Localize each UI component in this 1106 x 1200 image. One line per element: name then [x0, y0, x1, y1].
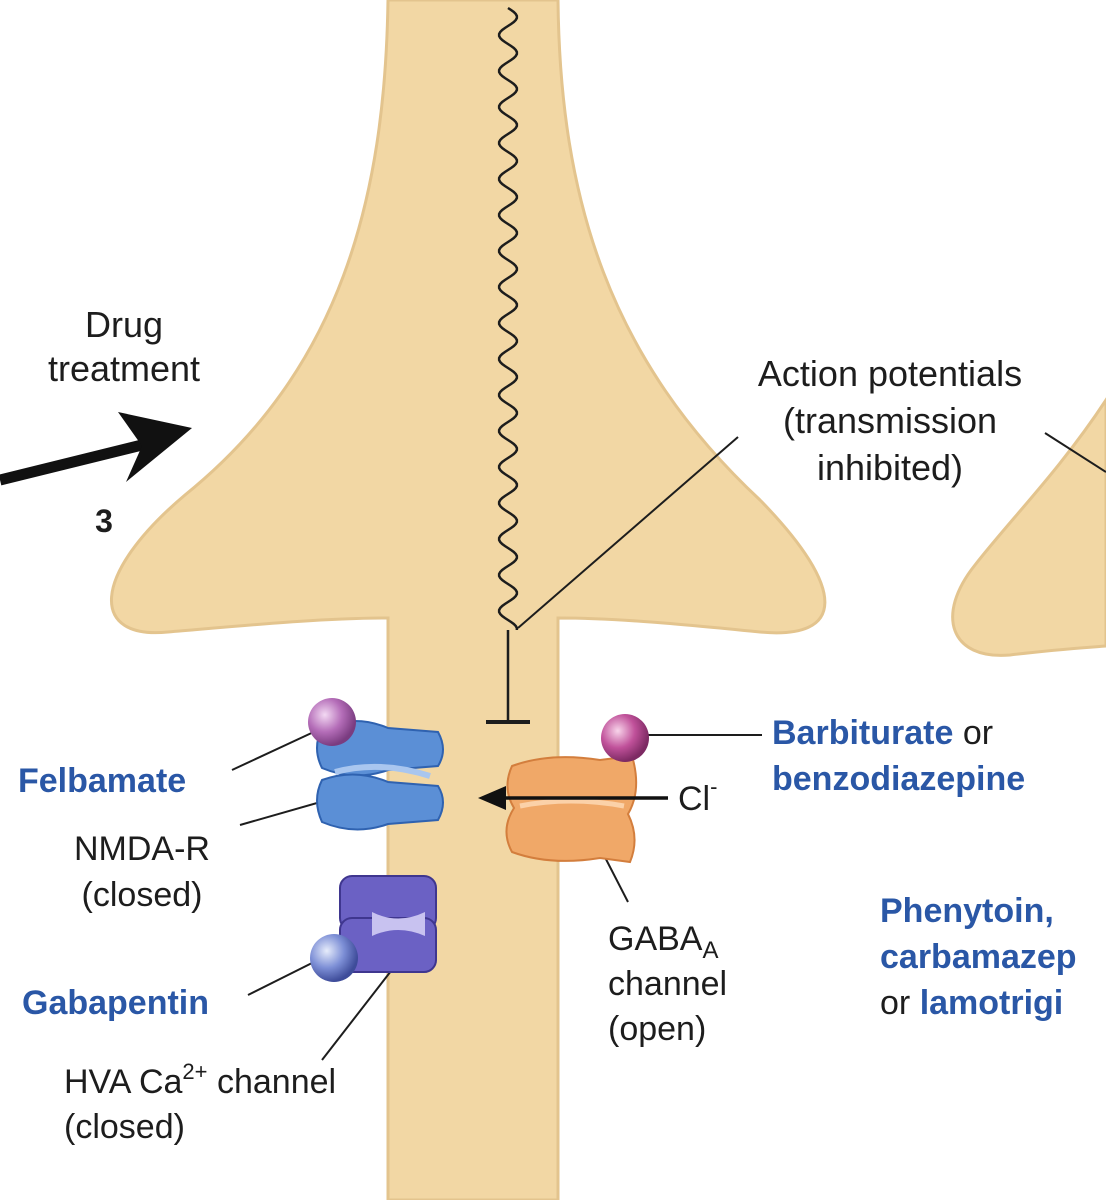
- phenytoin-label: Phenytoin,: [880, 892, 1054, 930]
- gaba-label-line3: (open): [608, 1010, 706, 1048]
- ap-label-line3: inhibited): [817, 447, 963, 488]
- nmda-label-line1: NMDA-R: [74, 830, 210, 868]
- hva-label-line1: HVA Ca2+ channel: [64, 1059, 336, 1101]
- gabapentin-label: Gabapentin: [22, 984, 209, 1022]
- lamotrigine-label: or lamotrigi: [880, 984, 1063, 1022]
- hva-leader: [321, 961, 399, 1061]
- hva-prefix: HVA Ca: [64, 1063, 183, 1101]
- drug-label-line1: Drug: [85, 304, 163, 345]
- benzodiazepine-label: benzodiazepine: [772, 760, 1025, 798]
- gaba-subscript: A: [702, 937, 718, 964]
- ap-label-line1: Action potentials: [758, 353, 1022, 394]
- felbamate-ball-icon: [308, 698, 356, 746]
- drug-label-line2: treatment: [48, 348, 200, 389]
- hva-calcium-channel: [339, 875, 437, 973]
- gabapentin-ball-icon: [310, 934, 358, 982]
- chloride-arrowhead-icon: [478, 786, 506, 810]
- barbiturate-ball-icon: [601, 714, 649, 762]
- felbamate-leader: [231, 729, 319, 771]
- action-potential-wave: [497, 6, 519, 630]
- gaba-prefix: GABA: [608, 920, 703, 958]
- chloride-symbol: Cl: [678, 780, 710, 818]
- neighbor-neuron: [951, 397, 1106, 657]
- carbamazepine-label: carbamazep: [880, 938, 1077, 976]
- neuron-terminal: [109, 0, 827, 1200]
- chloride-label: Cl-: [678, 774, 717, 818]
- gabapentin-leader: [247, 959, 319, 996]
- barbiturate-label: Barbiturate or: [772, 714, 993, 752]
- ap-leader-line-right: [1044, 432, 1106, 473]
- lamotrigine-or: or: [880, 984, 920, 1022]
- gaba-label-line2: channel: [608, 965, 727, 1003]
- arrowhead-icon: [118, 412, 192, 482]
- step-number: 3: [95, 503, 113, 539]
- gaba-label-line1: GABAA: [608, 920, 719, 964]
- barbiturate-name: Barbiturate: [772, 714, 953, 752]
- barbiturate-or: or: [953, 714, 993, 752]
- hva-label-line2: (closed): [64, 1108, 185, 1146]
- hva-superscript: 2+: [182, 1059, 207, 1084]
- chloride-superscript: -: [710, 774, 717, 799]
- felbamate-label: Felbamate: [18, 762, 186, 800]
- ap-label-line2: (transmission: [783, 400, 997, 441]
- lamotrigine-name: lamotrigi: [920, 984, 1064, 1022]
- nmda-label-line2: (closed): [82, 876, 203, 914]
- gaba-a-channel: [505, 754, 638, 864]
- ap-leader-line: [517, 436, 739, 629]
- hva-suffix: channel: [208, 1063, 337, 1101]
- drug-treatment-arrow: [0, 437, 152, 486]
